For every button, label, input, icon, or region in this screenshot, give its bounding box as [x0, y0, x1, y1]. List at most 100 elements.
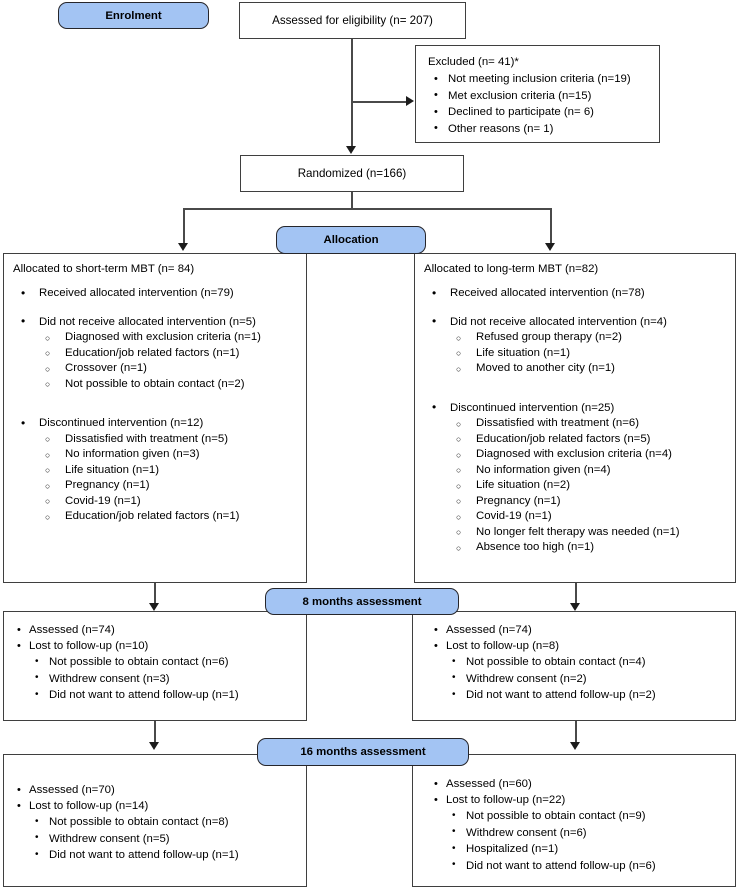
- connector-right-8m-to-16m: [575, 721, 577, 747]
- bullet-disc-icon: •: [452, 655, 456, 667]
- bullet-disc-icon: •: [434, 105, 438, 118]
- list-item: • Received allocated intervention (n=78): [424, 286, 730, 302]
- box-followup-16-left: [3, 754, 307, 887]
- excluded-reason-text: Not meeting inclusion criteria (n=19): [448, 73, 631, 85]
- bullet-disc-icon: •: [434, 122, 438, 135]
- followup-16-right-content: •Assessed (n=60) •Lost to follow-up (n=2…: [412, 754, 736, 874]
- reason-text: Withdrew consent (n=2): [466, 672, 587, 685]
- list-item: •Did not want to attend follow-up (n=6): [430, 858, 730, 875]
- box-allocation-left: [3, 253, 307, 583]
- excluded-reason-list: •Not meeting inclusion criteria (n=19) •…: [428, 71, 653, 137]
- followup-16-left-content: • Assessed (n=70) •Lost to follow-up (n=1…: [3, 754, 307, 864]
- reason-text: Diagnosed with exclusion criteria (n=4): [476, 448, 672, 460]
- list-item: • Discontinued intervention (n=12) ○Diss…: [13, 416, 301, 525]
- list-item: ○Diagnosed with exclusion criteria (n=1): [39, 330, 301, 346]
- allocation-right-list: • Received allocated intervention (n=78)…: [424, 286, 730, 556]
- reason-text: Education/job related factors (n=1): [65, 346, 240, 359]
- list-item: •Declined to participate (n= 6): [428, 104, 653, 121]
- spacer: [424, 390, 730, 399]
- bullet-circle-icon: ○: [456, 348, 462, 358]
- bullet-circle-icon: ○: [45, 465, 51, 475]
- bullet-circle-icon: ○: [456, 418, 462, 429]
- followup-16-right-list: •Assessed (n=60) •Lost to follow-up (n=2…: [430, 776, 730, 808]
- list-item: ○ Moved to another city (n=1): [450, 361, 730, 377]
- bullet-circle-icon: ○: [456, 363, 462, 374]
- arrowhead-left-8m: [149, 603, 159, 611]
- connector-assessed-to-randomized: [351, 39, 353, 151]
- list-item: ○Education/job related factors (n=1): [39, 346, 301, 362]
- list-item: ○Pregnancy (n=1): [39, 478, 301, 494]
- spacer: [13, 405, 301, 414]
- list-item: •Lost to follow-up (n=10): [13, 638, 301, 654]
- reason-text: Not possible to obtain contact (n=2): [65, 377, 245, 390]
- stage-badge-allocation: Allocation: [276, 226, 426, 254]
- reason-text: Education/job related factors (n=1): [65, 510, 240, 522]
- list-item: ○Life situation (n=1): [39, 463, 301, 479]
- list-item: ○Pregnancy (n=1): [450, 494, 730, 510]
- reason-text: Not possible to obtain contact (n=8): [49, 816, 229, 828]
- list-item: •Lost to follow-up (n=14): [13, 798, 301, 814]
- reason-text: Dissatisfied with treatment (n=5): [65, 432, 229, 445]
- allocation-right-received: Received allocated intervention (n=78): [450, 287, 645, 299]
- box-assessed-for-eligibility: Assessed for eligibility (n= 207): [239, 2, 466, 39]
- bullet-circle-icon: ○: [45, 449, 51, 460]
- connector-randomized-stem: [351, 192, 353, 209]
- connector-right-alloc-to-8m: [575, 583, 577, 608]
- reason-text: Hospitalized (n=1): [466, 843, 559, 855]
- list-item: • Not possible to obtain contact (n=4): [430, 654, 730, 671]
- connector-randomized-split: [183, 208, 552, 210]
- reason-text: Not possible to obtain contact (n=4): [466, 656, 646, 668]
- spacer: [13, 304, 301, 313]
- bullet-disc-icon: •: [35, 815, 39, 827]
- list-item: •Not meeting inclusion criteria (n=19): [428, 71, 653, 88]
- randomized-label: Randomized (n=166): [297, 166, 407, 180]
- bullet-circle-icon: ○: [456, 449, 462, 460]
- connector-left-8m-to-16m: [154, 721, 156, 747]
- box-followup-8-right: [412, 611, 736, 721]
- reason-text: No longer felt therapy was needed (n=1): [476, 525, 680, 538]
- list-item: •Lost to follow-up (n=22): [430, 792, 730, 808]
- list-item: ○No information given (n=3): [39, 447, 301, 463]
- list-item: ○Education/job related factors (n=1): [39, 509, 301, 525]
- list-item: ○Refused group therapy (n=2): [450, 330, 730, 346]
- list-item: ○ Dissatisfied with treatment (n=6): [450, 416, 730, 432]
- followup-16-right-reasons: •Not possible to obtain contact (n=9) •W…: [430, 808, 730, 874]
- assessed-text: Assessed (n=70): [29, 784, 115, 796]
- list-item: •Assessed (n=74): [430, 622, 730, 638]
- followup-8-left-reasons: •Not possible to obtain contact (n=6) •W…: [13, 654, 301, 704]
- arrowhead-right-allocation: [545, 243, 555, 251]
- reason-text: Dissatisfied with treatment (n=6): [476, 417, 640, 429]
- list-item: •Did not want to attend follow-up (n=2): [430, 687, 730, 704]
- list-item: •Not possible to obtain contact (n=6): [13, 654, 301, 671]
- bullet-circle-icon: ○: [456, 496, 462, 506]
- bullet-disc-icon: •: [434, 639, 438, 652]
- bullet-circle-icon: ○: [456, 434, 462, 444]
- bullet-disc-icon: •: [17, 623, 21, 636]
- bullet-circle-icon: ○: [456, 527, 462, 537]
- list-item: ○Covid-19 (n=1): [39, 494, 301, 510]
- lost-to-followup-text: Lost to follow-up (n=10): [29, 640, 149, 652]
- allocation-right-content: Allocated to long-term MBT (n=82) • Rece…: [414, 253, 736, 558]
- spacer: [424, 304, 730, 313]
- reason-text: Refused group therapy (n=2): [476, 331, 622, 343]
- list-item: •Withdrew consent (n=3): [13, 671, 301, 688]
- stage-badge-16-months-label: 16 months assessment: [300, 746, 426, 758]
- bullet-disc-icon: •: [452, 842, 456, 854]
- stage-badge-8-months: 8 months assessment: [265, 588, 459, 615]
- bullet-circle-icon: ○: [45, 332, 51, 343]
- reason-text: Moved to another city (n=1): [476, 362, 615, 374]
- list-item: ○Covid-19 (n=1): [450, 509, 730, 525]
- reason-text: Pregnancy (n=1): [65, 479, 150, 491]
- allocation-left-list: • Received allocated intervention (n=79)…: [13, 286, 301, 525]
- arrowhead-right-16m: [570, 742, 580, 750]
- list-item: •Withdrew consent (n=6): [430, 825, 730, 842]
- box-randomized: Randomized (n=166): [240, 155, 464, 192]
- allocation-left-not-received-reasons: ○Diagnosed with exclusion criteria (n=1)…: [39, 330, 301, 392]
- arrowhead-left-allocation: [178, 243, 188, 251]
- reason-text: Did not want to attend follow-up (n=1): [49, 849, 239, 861]
- list-item: ○Life situation (n=2): [450, 478, 730, 494]
- arrowhead-right-8m: [570, 603, 580, 611]
- list-item: ○Absence too high (n=1): [450, 540, 730, 556]
- followup-16-left-reasons: •Not possible to obtain contact (n=8) •W…: [13, 814, 301, 864]
- bullet-disc-icon: •: [17, 799, 21, 812]
